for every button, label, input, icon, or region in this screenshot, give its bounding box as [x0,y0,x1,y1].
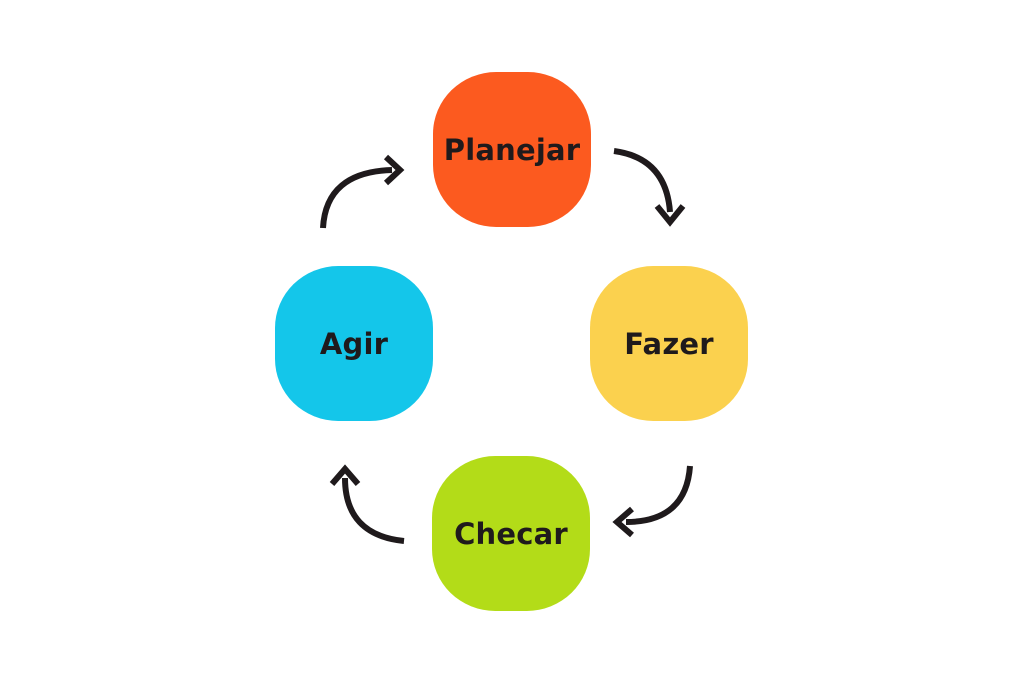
arrow-fazer-to-checar-head [612,506,634,538]
node-planejar-shape [433,72,591,227]
arrow-checar-to-agir [329,464,405,544]
node-agir: Agir [275,266,433,421]
arrow-checar-to-agir-line [342,477,405,544]
node-agir-label: Agir [319,326,389,361]
node-planejar: Planejar [433,72,591,227]
arrow-checar-to-agir-head [329,464,361,486]
arrow-fazer-to-checar-line [625,465,693,525]
node-checar-label: Checar [454,516,568,551]
node-fazer: Fazer [590,266,748,421]
arrow-planejar-to-fazer [613,148,686,227]
node-fazer-label: Fazer [624,326,714,361]
node-planejar-label: Planejar [443,132,581,167]
arrow-planejar-to-fazer-head [654,204,686,227]
arrow-planejar-to-fazer-line [613,148,673,213]
arrow-agir-to-planejar [320,154,405,229]
arrow-agir-to-planejar-head [383,154,405,186]
node-checar: Checar [432,456,590,611]
arrow-agir-to-planejar-line [320,167,393,229]
node-checar-shape [432,456,590,611]
node-fazer-shape [590,266,748,421]
arrow-fazer-to-checar [612,465,693,538]
node-agir-shape [275,266,433,421]
